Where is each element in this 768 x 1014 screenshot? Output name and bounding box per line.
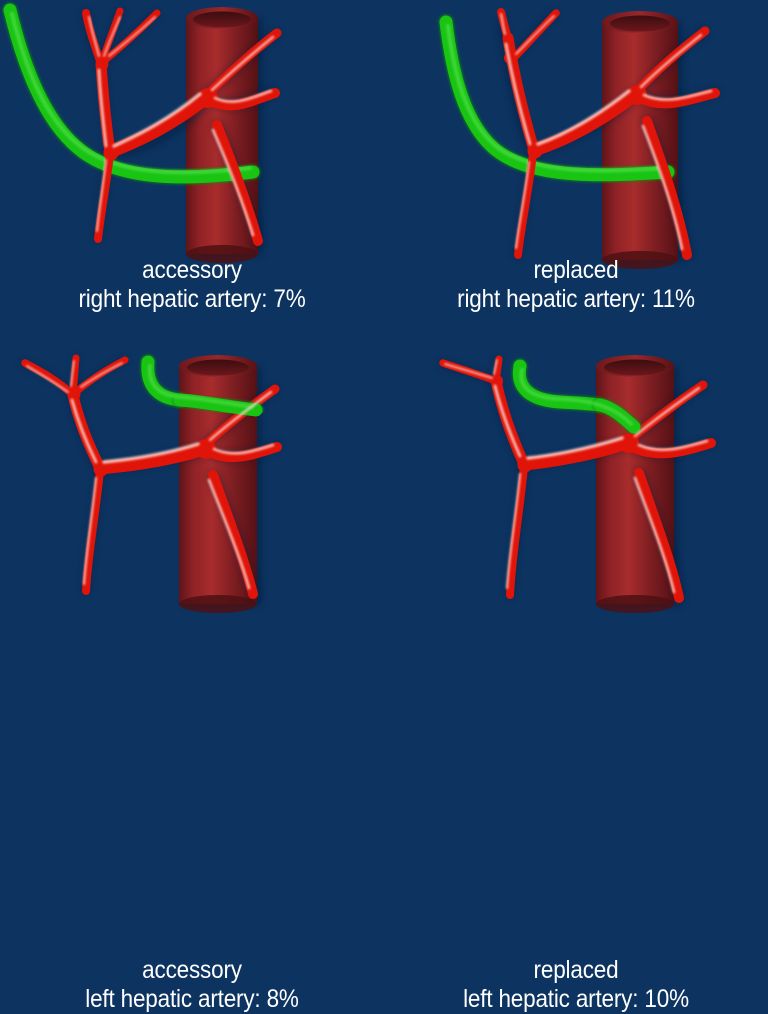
panel-accessory-right-hepatic-artery: accessory right hepatic artery: 7%	[0, 0, 384, 344]
replaced-right-hepatic-artery-illustration	[438, 8, 720, 269]
aorta	[596, 355, 674, 613]
caption-accessory-left-hepatic-artery: accessory left hepatic artery: 8%	[0, 956, 384, 1014]
caption-line-2: right hepatic artery: 11%	[457, 285, 695, 313]
aorta-lumen	[187, 359, 249, 376]
caption-replaced-right-hepatic-artery: replaced right hepatic artery: 11%	[384, 256, 768, 314]
artery-highlights	[444, 359, 709, 594]
aorta-lumen	[610, 15, 670, 32]
caption-line-2: left hepatic artery: 10%	[463, 985, 689, 1013]
liver-hilum-branching	[67, 387, 81, 401]
accessory-right-hepatic-artery-vessel	[2, 2, 261, 185]
liver-hilum-branching	[491, 375, 503, 387]
artery-highlights	[88, 16, 275, 237]
caption-replaced-left-hepatic-artery: replaced left hepatic artery: 10%	[384, 956, 768, 1014]
panel-accessory-left-hepatic-artery: accessory left hepatic artery: 8%	[0, 344, 384, 1013]
accessory-left-hepatic-artery-illustration	[20, 354, 282, 613]
liver-hilum-branching	[95, 57, 109, 71]
celiac-trunk-origin	[198, 88, 218, 108]
caption-line-1: replaced	[533, 956, 619, 984]
replaced-right-hepatic-artery-vessel	[438, 14, 676, 183]
hepatic-bifurcation	[103, 145, 119, 161]
aorta	[602, 11, 678, 269]
hepatic-bifurcation	[517, 457, 533, 473]
caption-line-1: replaced	[533, 256, 619, 284]
caption-line-2: right hepatic artery: 7%	[78, 285, 306, 313]
caption-accessory-right-hepatic-artery: accessory right hepatic artery: 7%	[0, 256, 384, 314]
celiac-trunk-origin	[196, 439, 216, 459]
replaced-left-hepatic-artery-vessel-front	[519, 368, 642, 435]
celiac-trunk-origin	[627, 85, 647, 105]
aorta-lumen	[604, 359, 666, 376]
caption-line-1: accessory	[142, 256, 242, 284]
artery-highlights	[500, 13, 713, 251]
aorta-lumen	[193, 11, 251, 28]
caption-line-2: left hepatic artery: 8%	[85, 985, 299, 1013]
replaced-left-hepatic-artery-illustration	[438, 355, 716, 613]
caption-line-1: accessory	[142, 956, 242, 984]
accessory-right-hepatic-artery-illustration	[2, 2, 282, 263]
hepatic-bifurcation	[527, 143, 543, 159]
hepatic-bifurcation	[93, 461, 109, 477]
panel-replaced-left-hepatic-artery: replaced left hepatic artery: 10%	[384, 344, 768, 1013]
panel-replaced-right-hepatic-artery: replaced right hepatic artery: 11%	[384, 0, 768, 344]
artery-highlights	[26, 360, 275, 590]
celiac-trunk-origin	[619, 433, 639, 453]
